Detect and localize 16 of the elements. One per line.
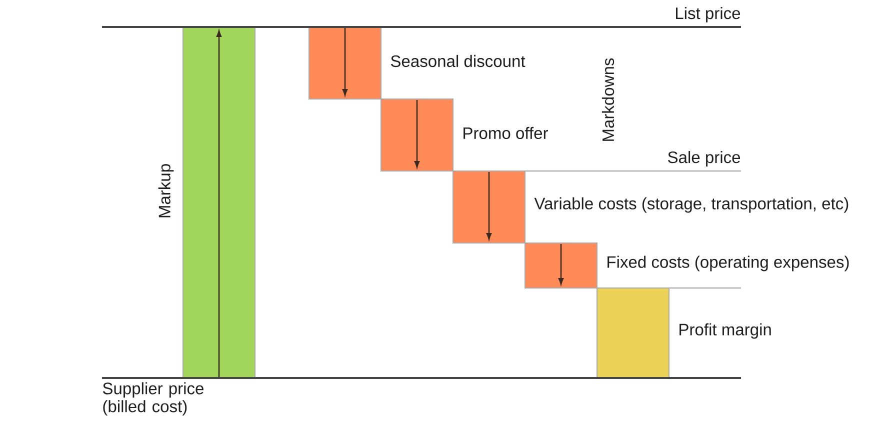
bar-label: Variable costs (storage, transportation, etc)	[534, 197, 848, 213]
bar-label: Fixed costs (operating expenses)	[608, 256, 849, 272]
cost-bar	[524, 242, 598, 288]
bar-label: Promo offer	[464, 126, 548, 140]
price-level-label: List price	[676, 7, 740, 22]
markdown-bar	[380, 98, 454, 172]
bar-label: Profit margin	[680, 323, 771, 339]
bar-label: Markup	[158, 164, 174, 218]
price-level-label: Sale price	[668, 151, 740, 166]
markup-bar	[182, 26, 256, 378]
bar-label: Seasonal discount	[390, 54, 526, 68]
price-level-label: Supplier price (billed cost)	[102, 382, 204, 416]
group-label: Markdowns	[602, 58, 614, 141]
cost-bar	[452, 170, 526, 244]
profit-bar	[596, 288, 670, 378]
markdown-bar	[308, 26, 382, 100]
